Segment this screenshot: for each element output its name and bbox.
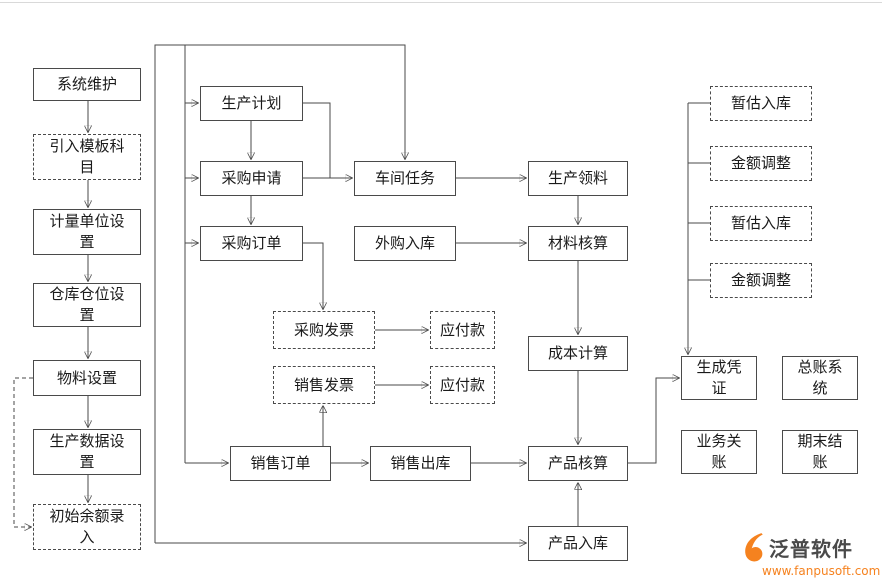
- node-production-data-settings: 生产数据设 置: [33, 429, 141, 475]
- node-production-plan: 生产计划: [200, 86, 303, 121]
- node-label: 金额调整: [730, 271, 791, 290]
- node-initial-balance-entry: 初始余额录 入: [33, 504, 141, 550]
- node-warehouse-settings: 仓库仓位设 置: [33, 283, 141, 327]
- node-label: 车间任务: [374, 169, 435, 188]
- node-label: 系统维护: [56, 75, 117, 94]
- node-label: 销售订单: [250, 454, 311, 473]
- node-cost-calculation: 成本计算: [528, 336, 628, 371]
- node-label: 生产领料: [547, 169, 608, 188]
- node-generate-voucher: 生成凭 证: [681, 356, 757, 400]
- node-label: 采购发票: [293, 320, 354, 339]
- node-purchase-request: 采购申请: [200, 161, 303, 196]
- node-payable-1: 应付款: [430, 311, 495, 349]
- top-divider: [0, 2, 882, 3]
- fanpu-logo-icon: [745, 533, 763, 562]
- node-payable-2: 应付款: [430, 366, 495, 404]
- node-system-maintenance: 系统维护: [33, 68, 141, 101]
- node-amount-adjustment-2: 金额调整: [710, 263, 812, 298]
- node-label: 产品入库: [547, 534, 608, 553]
- node-label: 物料设置: [56, 368, 117, 387]
- node-material-settings: 物料设置: [33, 360, 141, 396]
- node-label: 仓库仓位设 置: [49, 285, 125, 324]
- node-material-accounting: 材料核算: [528, 226, 628, 261]
- node-label: 采购申请: [221, 169, 282, 188]
- node-label: 材料核算: [547, 234, 608, 253]
- node-period-end-closing: 期末结 账: [782, 430, 858, 474]
- node-label: 业务关 账: [696, 432, 742, 471]
- node-workshop-task: 车间任务: [354, 161, 456, 196]
- node-sales-order: 销售订单: [230, 446, 331, 481]
- node-label: 产品核算: [547, 454, 608, 473]
- node-label: 总账系 统: [797, 358, 843, 397]
- node-unit-settings: 计量单位设 置: [33, 209, 141, 255]
- node-label: 期末结 账: [797, 432, 843, 471]
- node-label: 生成凭 证: [696, 358, 742, 397]
- node-production-requisition: 生产领料: [528, 161, 628, 196]
- node-purchase-invoice: 采购发票: [273, 311, 375, 349]
- node-estimated-receipt-2: 暂估入库: [710, 206, 812, 241]
- node-product-receipt: 产品入库: [528, 526, 628, 561]
- node-ledger-system: 总账系 统: [782, 356, 858, 400]
- node-outsourced-receipt: 外购入库: [354, 226, 456, 261]
- node-label: 生产数据设 置: [49, 432, 125, 471]
- node-label: 采购订单: [221, 234, 282, 253]
- node-business-closing: 业务关 账: [681, 430, 757, 474]
- node-label: 暂估入库: [730, 214, 791, 233]
- node-product-accounting: 产品核算: [528, 446, 628, 481]
- node-sales-invoice: 销售发票: [273, 366, 375, 404]
- node-label: 暂估入库: [730, 94, 791, 113]
- node-label: 应付款: [439, 320, 485, 339]
- fanpu-logo: 泛普软件 www.fanpusoft.com: [742, 531, 881, 581]
- node-amount-adjustment-1: 金额调整: [710, 146, 812, 181]
- logo-url-text: www.fanpusoft.com: [762, 564, 881, 578]
- node-purchase-order: 采购订单: [200, 226, 303, 261]
- node-label: 金额调整: [730, 154, 791, 173]
- logo-brand-text: 泛普软件: [769, 536, 853, 561]
- node-label: 销售发票: [293, 375, 354, 394]
- node-sales-delivery: 销售出库: [370, 446, 471, 481]
- node-label: 外购入库: [374, 234, 435, 253]
- node-label: 引入模板科 目: [49, 137, 125, 176]
- node-label: 销售出库: [390, 454, 451, 473]
- node-estimated-receipt-1: 暂估入库: [710, 86, 812, 121]
- node-label: 初始余额录 入: [49, 507, 125, 546]
- node-label: 计量单位设 置: [49, 212, 125, 251]
- node-label: 生产计划: [221, 94, 282, 113]
- node-label: 应付款: [439, 375, 485, 394]
- node-label: 成本计算: [547, 344, 608, 363]
- node-import-template-subjects: 引入模板科 目: [33, 134, 141, 180]
